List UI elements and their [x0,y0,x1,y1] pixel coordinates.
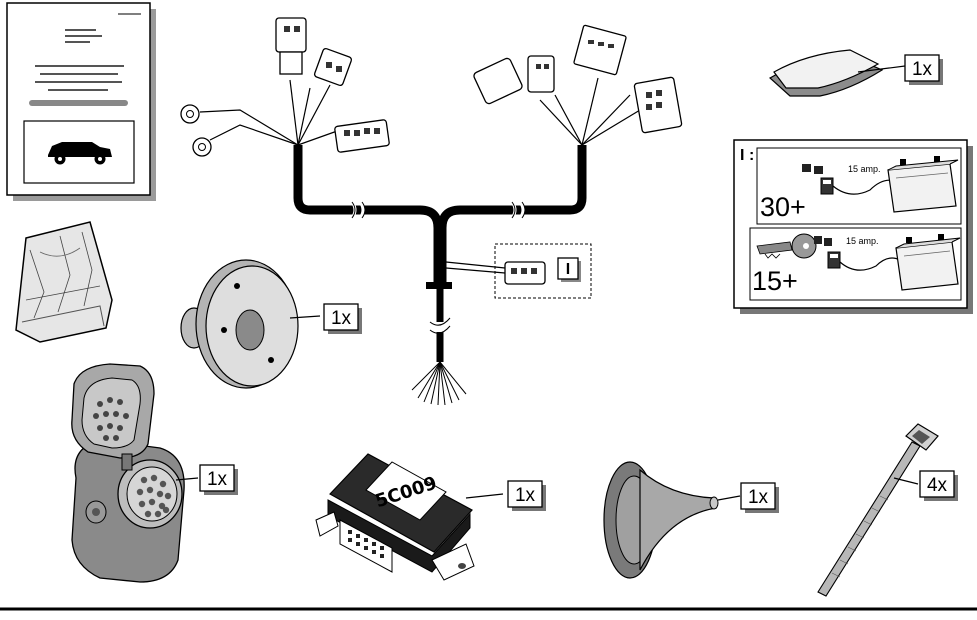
car-icon [48,142,112,165]
qty-tag-tape: 1x [912,59,933,80]
qty-tag-module: 1x [515,485,536,506]
fuse-icon [814,236,841,269]
qty-tag-socket: 1x [207,469,228,490]
manual-icon [6,2,156,201]
wiring-harness [180,17,683,406]
qty-tag-cable-tie: 4x [927,475,948,496]
grommet-plate: 1x [180,259,362,389]
card-marker: I [740,147,744,164]
fuse-icon [802,164,834,195]
ignition-power-label: 15+ [752,266,798,296]
insulating-tape: 1x [768,49,943,97]
qty-tag-boot: 1x [748,487,769,508]
trailer-socket: 1x [71,363,238,583]
key-icon [756,233,817,259]
qty-tag-tape-box [904,54,940,82]
fuse-rating-bottom: 15 amp. [846,236,879,246]
inset-marker: I [566,261,570,278]
qty-tag-grommet-plate: 1x [331,308,352,329]
harness-inset: I [494,243,592,299]
cable-tie: 4x [817,423,958,597]
battery-icon [895,234,961,291]
battery-icon [887,156,959,213]
fuse-rating-top: 15 amp. [848,164,881,174]
control-module: 5C009 1x [315,453,546,581]
plastic-bag-icon [15,221,113,343]
card-separator: : [749,147,754,164]
rubber-boot: 1x [603,461,779,579]
permanent-power-label: 30+ [760,192,806,222]
connection-card: I : 30+ 15 amp. 15+ [733,139,973,314]
